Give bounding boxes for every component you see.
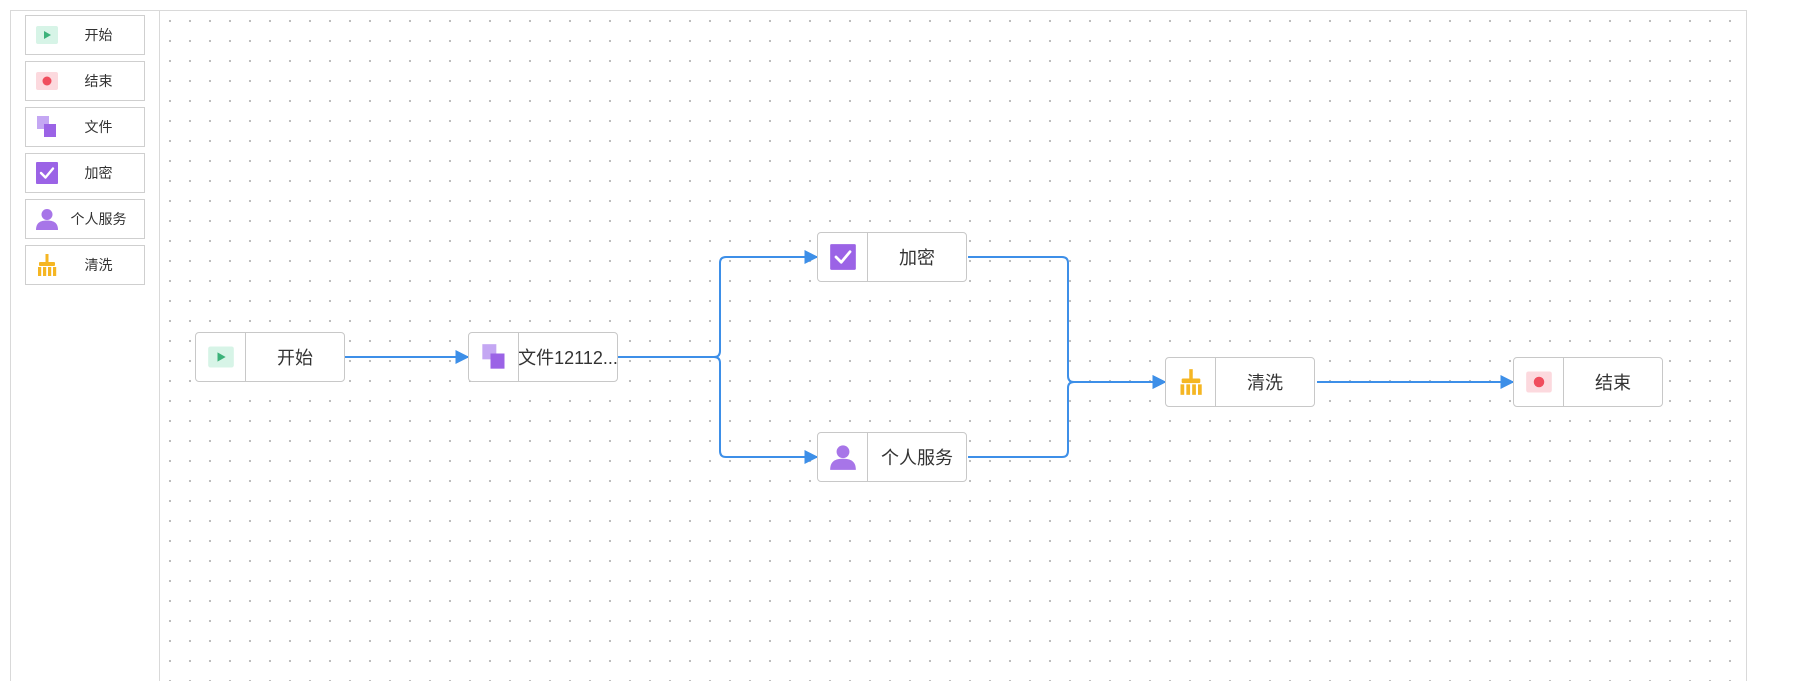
palette-item-encrypt[interactable]: 加密: [25, 153, 145, 193]
checkbox-icon: [36, 162, 58, 184]
palette-item-clean[interactable]: 清洗: [25, 245, 145, 285]
stop-dot-icon: [36, 72, 58, 90]
node-icon-cell: [818, 433, 868, 481]
edge-file-encrypt[interactable]: [618, 250, 819, 358]
palette-item-label: 开始: [84, 27, 113, 43]
node-label: 文件12112...: [519, 348, 617, 368]
palette-item-label: 加密: [84, 165, 113, 181]
node-palette: 开始 结束 文件 加密: [10, 10, 160, 681]
palette-item-label: 结束: [84, 73, 113, 89]
broom-icon: [38, 254, 57, 276]
person-icon: [36, 209, 58, 230]
node-icon-cell: [1514, 358, 1564, 406]
node-clean[interactable]: 清洗: [1165, 357, 1315, 407]
palette-item-file[interactable]: 文件: [25, 107, 145, 147]
palette-item-label: 个人服务: [70, 211, 127, 227]
node-start[interactable]: 开始: [195, 332, 345, 382]
edge-encrypt-clean[interactable]: [968, 256, 1167, 389]
file-icon: [481, 344, 504, 369]
node-label: 清洗: [1247, 373, 1283, 393]
broom-icon: [1180, 369, 1202, 395]
file-icon: [37, 116, 56, 137]
play-icon: [36, 26, 58, 44]
node-label: 开始: [277, 348, 313, 368]
play-icon: [207, 346, 234, 368]
palette-item-label: 文件: [84, 119, 113, 135]
edge-personal-clean[interactable]: [968, 375, 1167, 458]
flow-canvas[interactable]: 开始 文件12112... 加密: [160, 10, 1747, 681]
node-personal[interactable]: 个人服务: [817, 432, 967, 482]
palette-item-end[interactable]: 结束: [25, 61, 145, 101]
node-icon-cell: [1166, 358, 1216, 406]
edge-layer: [345, 250, 1515, 464]
edge-file-personal[interactable]: [618, 356, 819, 464]
node-file[interactable]: 文件12112...: [468, 332, 618, 382]
node-encrypt[interactable]: 加密: [817, 232, 967, 282]
node-icon-cell: [196, 333, 246, 381]
node-icon-cell: [469, 333, 519, 381]
node-icon-cell: [818, 233, 868, 281]
node-label: 加密: [899, 248, 935, 268]
node-label: 结束: [1595, 373, 1631, 393]
person-icon: [829, 445, 856, 470]
palette-item-start[interactable]: 开始: [25, 15, 145, 55]
node-end[interactable]: 结束: [1513, 357, 1663, 407]
node-label: 个人服务: [881, 448, 953, 468]
palette-item-personal[interactable]: 个人服务: [25, 199, 145, 239]
checkbox-icon: [829, 244, 856, 270]
stop-dot-icon: [1525, 371, 1552, 393]
palette-item-label: 清洗: [84, 257, 113, 273]
